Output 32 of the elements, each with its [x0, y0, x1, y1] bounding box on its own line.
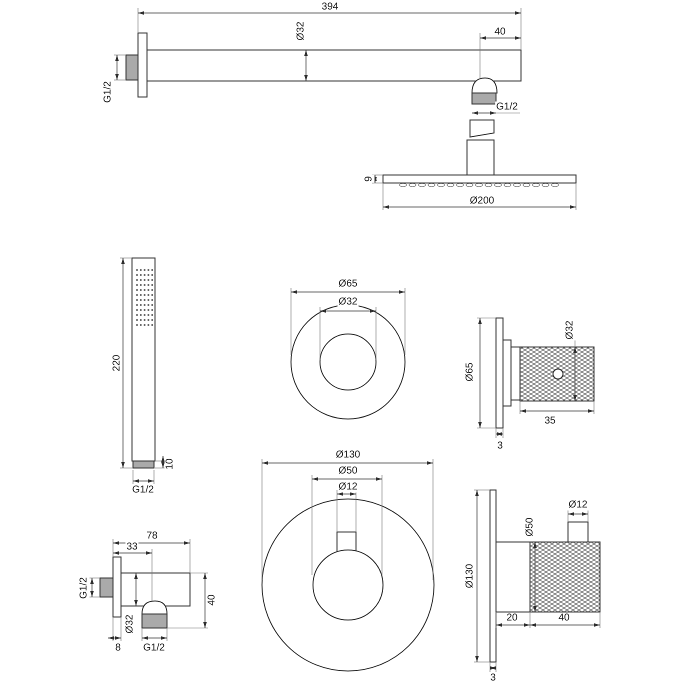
dimension-label: Ø32 [296, 20, 306, 42]
dimension-label: Ø50 [338, 466, 358, 476]
dimension-label: Ø130 [464, 562, 476, 590]
dimension-label: 35 [543, 416, 557, 426]
dimension-label: Ø65 [464, 362, 476, 382]
dimension-label: 40 [557, 612, 571, 624]
dimension-label: 40 [206, 593, 218, 607]
dimension-label: 9 [364, 175, 374, 183]
dimension-label: Ø32 [338, 296, 358, 308]
dimension-label: Ø12 [568, 500, 588, 510]
dimension-label: 78 [145, 530, 159, 542]
dimension-label: Ø32 [564, 320, 576, 340]
dimension-label: Ø65 [338, 278, 358, 290]
dimension-label: G1/2 [102, 80, 114, 104]
dimension-label: 33 [125, 542, 139, 552]
dimension-label: Ø12 [338, 482, 358, 492]
dimension-label: 220 [112, 354, 122, 372]
dimension-label: G1/2 [495, 102, 519, 112]
dimension-label: 3 [489, 672, 497, 684]
dimension-label: 10 [164, 457, 176, 471]
dimension-label: Ø130 [334, 450, 362, 460]
dimension-label: Ø200 [468, 196, 496, 206]
dimension-label: 394 [320, 2, 340, 12]
dimension-label: Ø32 [124, 614, 136, 634]
dimension-label: Ø50 [524, 516, 536, 538]
dimension-label: 20 [505, 612, 519, 624]
dimension-label: G1/2 [142, 642, 166, 654]
dimension-label: 8 [114, 642, 122, 654]
dimension-label: G1/2 [131, 484, 155, 496]
dimension-label: 40 [493, 26, 507, 38]
dimension-label: 3 [496, 440, 504, 452]
dimension-label: G1/2 [78, 576, 90, 600]
